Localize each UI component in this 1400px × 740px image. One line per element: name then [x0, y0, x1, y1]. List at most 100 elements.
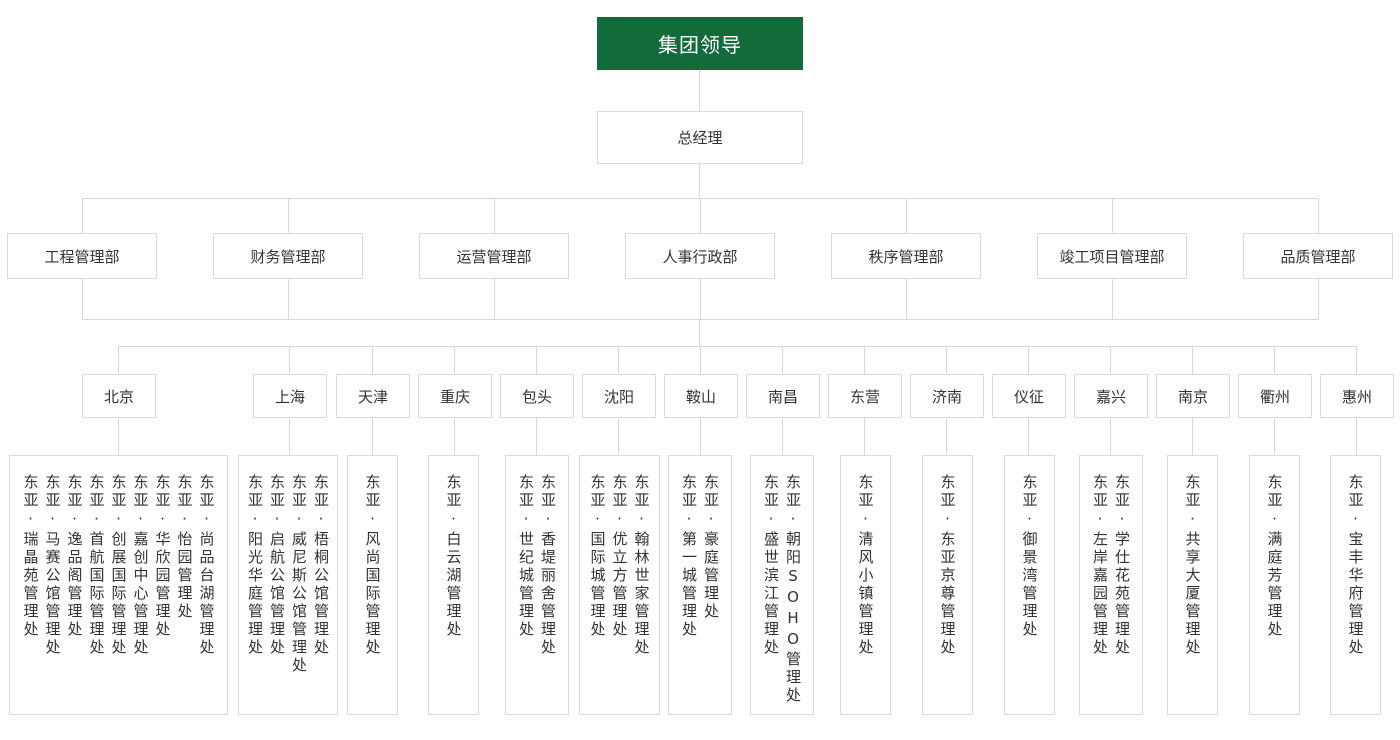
connector-line [864, 418, 865, 455]
department-box: 工程管理部 [7, 233, 157, 279]
department-box: 品质管理部 [1243, 233, 1393, 279]
connector-line [1028, 346, 1029, 374]
city-box: 鞍山 [664, 374, 738, 418]
connector-line [454, 418, 455, 455]
connector-line [906, 198, 907, 233]
office-column: 东亚·国际城管理处东亚·优立方管理处东亚·翰林世家管理处 [579, 455, 660, 715]
connector-line [1110, 346, 1111, 374]
office-name: 东亚·首航国际管理处 [87, 474, 106, 657]
connector-line [288, 279, 289, 320]
connector-line [118, 346, 119, 374]
office-name: 东亚·宝丰华府管理处 [1346, 474, 1365, 657]
office-name: 东亚·优立方管理处 [610, 474, 629, 639]
city-box: 嘉兴 [1074, 374, 1148, 418]
connector-line [1110, 418, 1111, 455]
connector-line [536, 346, 537, 374]
city-box: 重庆 [418, 374, 492, 418]
city-box: 天津 [336, 374, 410, 418]
office-column: 东亚·世纪城管理处东亚·香堤丽舍管理处 [505, 455, 569, 715]
office-name: 东亚·华欣园管理处 [153, 474, 172, 639]
office-name: 东亚·阳光华庭管理处 [246, 474, 264, 657]
connector-line [1356, 346, 1357, 374]
office-column: 东亚·盛世滨江管理处东亚·朝阳SOHO管理处 [750, 455, 814, 715]
connector-line [289, 346, 290, 374]
city-box: 衢州 [1238, 374, 1312, 418]
office-column: 东亚·风尚国际管理处 [347, 455, 398, 715]
office-name: 东亚·世纪城管理处 [517, 474, 535, 639]
city-box: 济南 [910, 374, 984, 418]
general-manager-box: 总经理 [597, 111, 803, 164]
office-column: 东亚·御景湾管理处 [1004, 455, 1055, 715]
office-column: 东亚·左岸嘉园管理处东亚·学仕花苑管理处 [1079, 455, 1143, 715]
department-box: 人事行政部 [625, 233, 775, 279]
office-name: 东亚·尚品台湖管理处 [197, 474, 216, 657]
office-column: 东亚·瑞晶苑管理处东亚·马赛公馆管理处东亚·逸品阁管理处东亚·首航国际管理处东亚… [9, 455, 228, 715]
connector-line [1192, 418, 1193, 455]
connector-line [536, 418, 537, 455]
office-column: 东亚·满庭芳管理处 [1249, 455, 1300, 715]
connector-line [372, 346, 373, 374]
connector-line [946, 418, 947, 455]
office-name: 东亚·国际城管理处 [588, 474, 607, 639]
city-box: 惠州 [1320, 374, 1394, 418]
connector-line [494, 279, 495, 320]
office-column: 东亚·阳光华庭管理处东亚·启航公馆管理处东亚·威尼斯公馆管理处东亚·梧桐公馆管理… [238, 455, 338, 715]
connector-line [864, 346, 865, 374]
office-name: 东亚·朝阳SOHO管理处 [784, 474, 802, 705]
connector-line [699, 70, 700, 111]
office-name: 东亚·盛世滨江管理处 [762, 474, 780, 657]
office-name: 东亚·豪庭管理处 [702, 474, 720, 621]
office-name: 东亚·共享大厦管理处 [1183, 474, 1202, 657]
connector-line [618, 418, 619, 455]
connector-line [700, 279, 701, 320]
office-name: 东亚·怡园管理处 [175, 474, 194, 621]
office-name: 东亚·东亚京尊管理处 [938, 474, 957, 657]
office-column: 东亚·共享大厦管理处 [1167, 455, 1218, 715]
connector-line [782, 346, 783, 374]
connector-line [288, 198, 289, 233]
department-box: 竣工项目管理部 [1037, 233, 1187, 279]
connector-line [82, 319, 1319, 320]
office-column: 东亚·白云湖管理处 [428, 455, 479, 715]
office-name: 东亚·满庭芳管理处 [1265, 474, 1284, 639]
office-name: 东亚·马赛公馆管理处 [43, 474, 62, 657]
connector-line [1356, 418, 1357, 455]
connector-line [1274, 418, 1275, 455]
connector-line [946, 346, 947, 374]
office-name: 东亚·启航公馆管理处 [268, 474, 286, 657]
group-leadership-box: 集团领导 [597, 17, 803, 70]
city-box: 南昌 [746, 374, 820, 418]
connector-line [700, 418, 701, 455]
connector-line [618, 346, 619, 374]
office-name: 东亚·瑞晶苑管理处 [21, 474, 40, 639]
office-column: 东亚·东亚京尊管理处 [922, 455, 973, 715]
connector-line [700, 346, 701, 374]
office-name: 东亚·香堤丽舍管理处 [539, 474, 557, 657]
connector-line [118, 346, 1357, 347]
connector-line [118, 418, 119, 455]
connector-line [1112, 198, 1113, 233]
connector-line [82, 279, 83, 320]
city-box: 沈阳 [582, 374, 656, 418]
department-box: 财务管理部 [213, 233, 363, 279]
city-box: 东营 [828, 374, 902, 418]
office-column: 东亚·清风小镇管理处 [840, 455, 891, 715]
office-name: 东亚·学仕花苑管理处 [1113, 474, 1131, 657]
office-name: 东亚·逸品阁管理处 [65, 474, 84, 639]
connector-line [494, 198, 495, 233]
city-box: 南京 [1156, 374, 1230, 418]
office-name: 东亚·风尚国际管理处 [363, 474, 382, 657]
office-name: 东亚·嘉创中心管理处 [131, 474, 150, 657]
department-box: 运营管理部 [419, 233, 569, 279]
department-box: 秩序管理部 [831, 233, 981, 279]
office-name: 东亚·创展国际管理处 [109, 474, 128, 657]
office-name: 东亚·御景湾管理处 [1020, 474, 1039, 639]
connector-line [700, 198, 701, 233]
office-name: 东亚·翰林世家管理处 [632, 474, 651, 657]
connector-line [906, 279, 907, 320]
office-name: 东亚·梧桐公馆管理处 [312, 474, 330, 657]
connector-line [1318, 198, 1319, 233]
city-box: 北京 [82, 374, 156, 418]
connector-line [1318, 279, 1319, 320]
connector-line [289, 418, 290, 455]
